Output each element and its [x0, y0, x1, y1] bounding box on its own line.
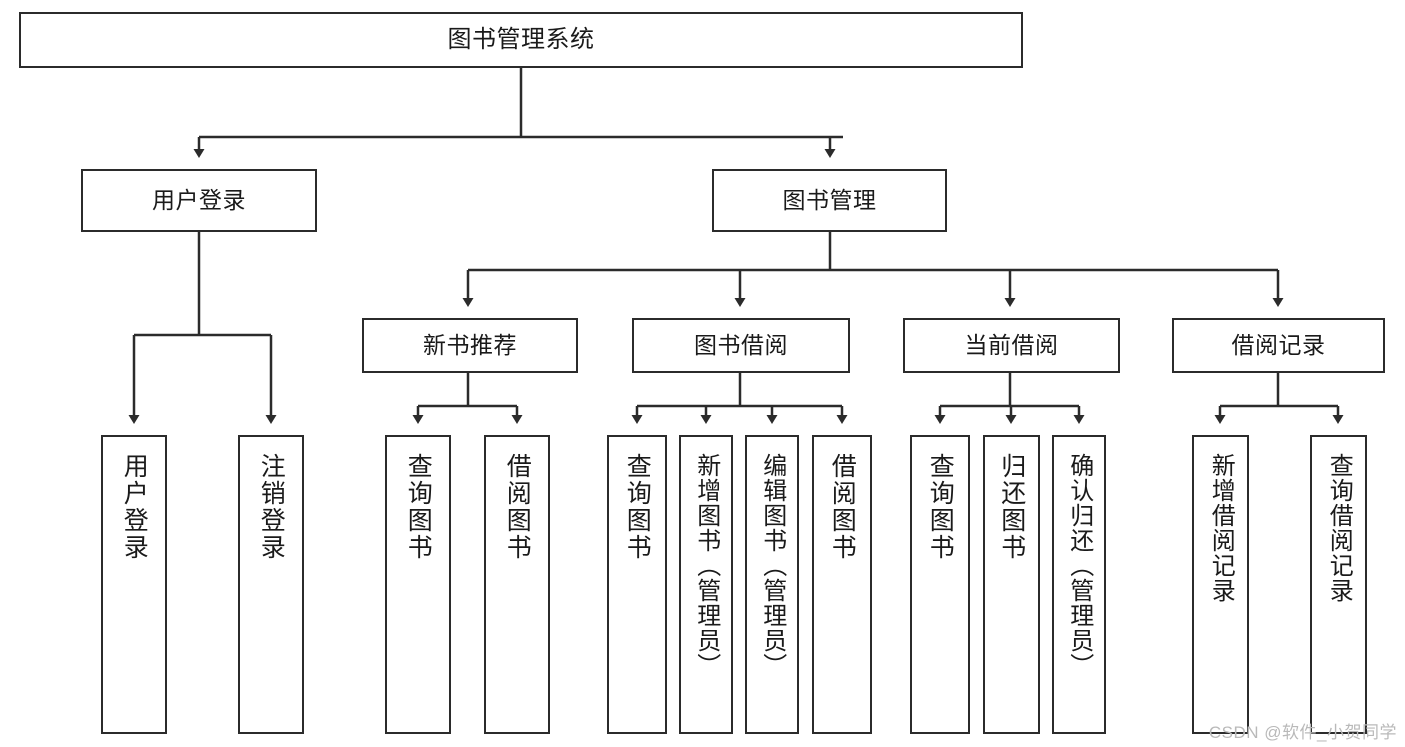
node-leaf-return-book[interactable]: 归还图书	[983, 435, 1040, 734]
node-current-borrow[interactable]: 当前借阅	[903, 318, 1120, 373]
node-leaf-query-book-2-label: 查询图书	[623, 453, 652, 561]
node-leaf-logout-login-label: 注销登录	[257, 453, 286, 561]
node-leaf-borrow-book-2-label: 借阅图书	[828, 453, 857, 561]
node-leaf-add-book-admin-label: 新增图书（管理员）	[692, 453, 720, 678]
node-leaf-query-book-3[interactable]: 查询图书	[910, 435, 970, 734]
node-book-management[interactable]: 图书管理	[712, 169, 947, 232]
node-leaf-edit-book-admin-label: 编辑图书（管理员）	[758, 453, 786, 678]
node-leaf-user-login[interactable]: 用户登录	[101, 435, 167, 734]
node-user-login-label: 用户登录	[152, 187, 246, 213]
node-user-login[interactable]: 用户登录	[81, 169, 317, 232]
node-borrow-record[interactable]: 借阅记录	[1172, 318, 1385, 373]
node-leaf-borrow-book-1[interactable]: 借阅图书	[484, 435, 550, 734]
node-book-borrow-label: 图书借阅	[694, 332, 788, 358]
node-leaf-logout-login[interactable]: 注销登录	[238, 435, 304, 734]
node-leaf-add-book-admin[interactable]: 新增图书（管理员）	[679, 435, 733, 734]
node-leaf-query-borrow-record[interactable]: 查询借阅记录	[1310, 435, 1367, 734]
node-leaf-query-book-3-label: 查询图书	[926, 453, 955, 561]
node-borrow-record-label: 借阅记录	[1231, 332, 1326, 358]
node-leaf-borrow-book-2[interactable]: 借阅图书	[812, 435, 872, 734]
node-leaf-return-book-label: 归还图书	[997, 453, 1026, 561]
node-book-borrow[interactable]: 图书借阅	[632, 318, 850, 373]
node-leaf-user-login-label: 用户登录	[120, 453, 149, 561]
node-leaf-confirm-return-admin-label: 确认归还（管理员）	[1065, 453, 1093, 678]
node-leaf-add-borrow-record-label: 新增借阅记录	[1207, 453, 1235, 603]
csdn-watermark: CSDN @软件_小贺同学	[1208, 723, 1397, 742]
node-leaf-query-book-1-label: 查询图书	[404, 453, 433, 561]
node-current-borrow-label: 当前借阅	[964, 332, 1059, 358]
node-leaf-confirm-return-admin[interactable]: 确认归还（管理员）	[1052, 435, 1106, 734]
node-new-book-recommend[interactable]: 新书推荐	[362, 318, 578, 373]
node-leaf-edit-book-admin[interactable]: 编辑图书（管理员）	[745, 435, 799, 734]
node-root-label: 图书管理系统	[447, 26, 595, 53]
node-leaf-borrow-book-1-label: 借阅图书	[503, 453, 532, 561]
node-leaf-add-borrow-record[interactable]: 新增借阅记录	[1192, 435, 1249, 734]
node-root[interactable]: 图书管理系统	[19, 12, 1023, 68]
node-leaf-query-book-1[interactable]: 查询图书	[385, 435, 451, 734]
node-leaf-query-borrow-record-label: 查询借阅记录	[1325, 453, 1353, 603]
node-book-management-label: 图书管理	[782, 187, 877, 213]
node-leaf-query-book-2[interactable]: 查询图书	[607, 435, 667, 734]
node-new-book-recommend-label: 新书推荐	[423, 332, 517, 358]
